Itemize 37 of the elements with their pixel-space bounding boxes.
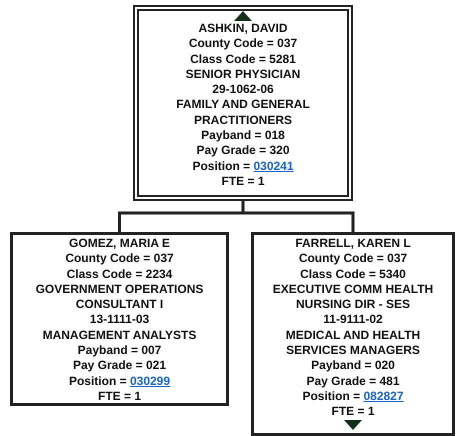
field-text: FAMILY AND GENERAL PRACTITIONERS xyxy=(175,97,311,128)
field-text: 11-9111-02 xyxy=(322,312,384,328)
field-text: County Code = 037 xyxy=(188,36,298,52)
person-name: ASHKIN, DAVID xyxy=(197,21,289,36)
field-text: Pay Grade = 320 xyxy=(195,143,291,159)
field-text: Class Code = 5340 xyxy=(299,266,407,282)
field-text: SENIOR PHYSICIAN xyxy=(184,66,302,82)
field-text: Class Code = 5281 xyxy=(189,52,297,67)
connector-line xyxy=(242,201,354,232)
field-text: MANAGEMENT ANALYSTS xyxy=(42,328,198,344)
person-card xyxy=(251,232,455,436)
position-link: 030241 xyxy=(253,158,294,173)
field-text: FTE = 1 xyxy=(96,388,142,404)
field-text: Payband = 018 xyxy=(200,128,286,144)
field-text: MEDICAL AND HEALTH SERVICES MANAGERS xyxy=(284,328,422,358)
field-text: Pay Grade = 021 xyxy=(72,358,168,374)
field-text: 13-1111-03 xyxy=(88,312,150,328)
field-text: County Code = 037 xyxy=(298,251,408,267)
person-name: FARRELL, KAREN L xyxy=(294,236,412,252)
field-text: GOVERNMENT OPERATIONS CONSULTANT I xyxy=(34,282,204,312)
field-label: Position = xyxy=(192,158,250,173)
field-text: EXECUTIVE COMM HEALTH NURSING DIR - SES xyxy=(272,282,434,312)
position-link: 082827 xyxy=(363,388,404,403)
person-card xyxy=(10,232,229,406)
field-text: FTE = 1 xyxy=(330,404,376,420)
field-text: 29-1062-06 xyxy=(211,82,275,98)
field-text: Payband = 007 xyxy=(76,343,162,358)
field-text: County Code = 037 xyxy=(64,251,175,267)
position-link: 030299 xyxy=(130,374,170,388)
person-card xyxy=(133,5,353,201)
field-label: Position = xyxy=(302,388,360,403)
field-text: Payband = 020 xyxy=(310,358,396,374)
field-text: FTE = 1 xyxy=(220,174,266,190)
field-text: Pay Grade = 481 xyxy=(305,374,401,389)
person-name: GOMEZ, MARIA E xyxy=(68,236,171,252)
field-text: Class Code = 2234 xyxy=(66,266,174,282)
field-label: Position = xyxy=(68,374,127,388)
